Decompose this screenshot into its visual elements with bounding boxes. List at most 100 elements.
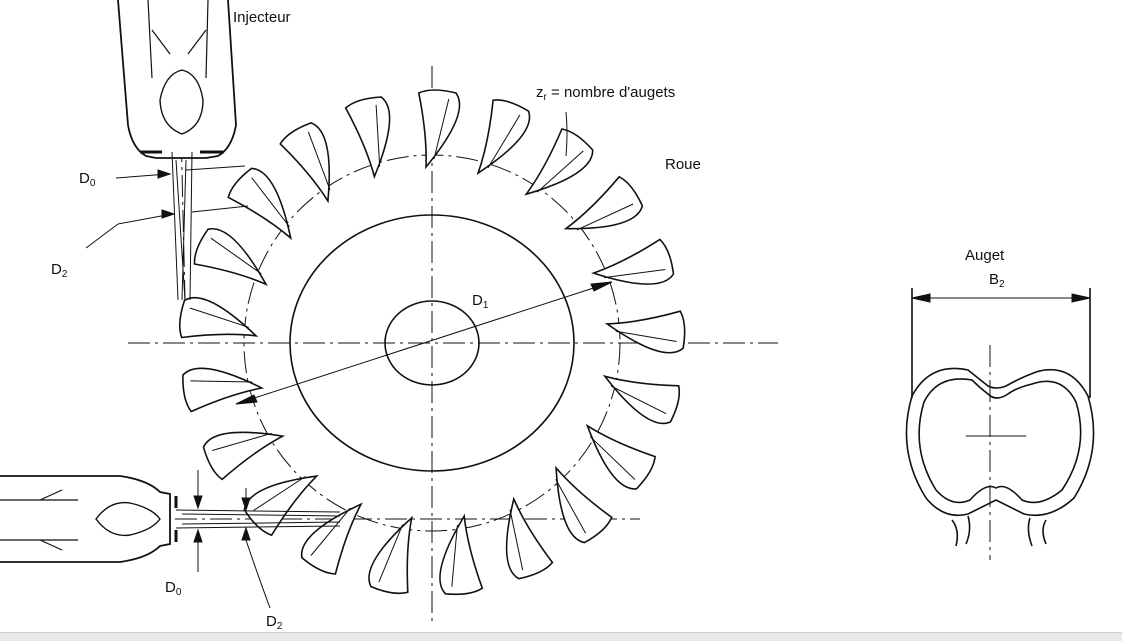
wheel-bucket: [604, 310, 686, 354]
buckets-count-leader: [565, 111, 568, 157]
wheel-bore: [384, 300, 480, 386]
bucket-stem-right: [1027, 517, 1047, 547]
b2-arrow-left: [911, 293, 931, 303]
b2-label: B2: [989, 271, 1005, 290]
wheel-bucket-edge: [189, 307, 249, 328]
lower-injector: [0, 475, 341, 563]
b2-symbol: B: [989, 271, 1000, 288]
d2-upper-symbol: D: [51, 261, 62, 278]
wheel-bucket: [439, 513, 484, 596]
wheel-bucket: [555, 465, 613, 544]
wheel-bucket-edge: [378, 524, 404, 582]
wheel-bucket: [227, 167, 292, 241]
d0-upper-subscript: 0: [89, 178, 96, 189]
wheel-disc: [289, 214, 575, 472]
lower-needle-bulb: [95, 501, 161, 537]
wheel-buckets: [178, 89, 686, 596]
wheel-bucket-edge: [487, 114, 521, 169]
wheel-bucket-edge: [509, 509, 524, 571]
wheel-bucket-edge: [212, 432, 272, 451]
d2-upper-label: D2: [51, 261, 67, 280]
buckets-count-subscript: r: [543, 92, 547, 103]
lower-jet-dimensions: [193, 470, 271, 609]
lower-injector-inner: [0, 489, 78, 551]
wheel-bucket-edge: [375, 104, 381, 167]
d0-lower-subscript: 0: [175, 587, 182, 598]
d0-lower-symbol: D: [165, 579, 176, 596]
wheel-hub: [289, 214, 575, 472]
d1-label: D1: [472, 292, 488, 311]
d2-lower-subscript: 2: [276, 621, 283, 632]
wheel-bucket-edge: [603, 269, 666, 279]
d0-upper-label: D0: [79, 170, 96, 189]
wheel-bucket: [591, 238, 675, 285]
d2-lower-symbol: D: [266, 613, 277, 630]
wheel-bucket-edge: [451, 525, 458, 587]
upper-needle-bulb: [159, 69, 204, 135]
wheel-bucket-edge: [536, 150, 584, 193]
upper-injector-inner: [147, 0, 209, 79]
d0-upper-extension: [185, 165, 246, 171]
wheel-bucket-edge: [555, 478, 587, 534]
d1-arrow-end: [590, 281, 613, 292]
bucket-outline-outer: [905, 367, 1095, 517]
d2-upper-arrow: [161, 209, 176, 219]
wheel-bucket: [563, 175, 644, 230]
d0-upper-symbol: D: [79, 170, 90, 187]
wheel-bucket: [585, 423, 656, 490]
injector-label: Injecteur: [233, 10, 291, 25]
wheel-bucket: [182, 367, 265, 413]
wheel-bucket-edge: [251, 177, 290, 228]
wheel-bucket: [368, 515, 413, 595]
wheel-bucket-edge: [190, 380, 253, 383]
d1-line: [235, 281, 613, 405]
injector-text: Injecteur: [233, 9, 291, 26]
wheel-bucket-edge: [310, 507, 351, 556]
wheel-bucket: [279, 122, 331, 204]
wheel-bucket: [417, 89, 461, 170]
bottom-edge-bar: [0, 632, 1122, 641]
label-leaders: [565, 111, 568, 157]
upper-jet: [171, 151, 193, 301]
d2-lower-leader: [245, 539, 271, 609]
wheel-bucket: [243, 474, 319, 537]
wheel-bucket: [505, 496, 554, 580]
bucket-label: Auget: [965, 248, 1004, 263]
d0-lower-arrow-bottom: [193, 528, 203, 543]
d0-lower-label: D0: [165, 579, 182, 598]
wheel-bucket: [524, 128, 594, 196]
buckets-count-symbol: z: [536, 84, 544, 101]
buckets-count-text: = nombre d'augets: [546, 84, 676, 101]
d2-lower-arrow-bottom: [241, 526, 251, 541]
wheel-bucket-edge: [576, 203, 634, 231]
d2-upper-leader: [85, 223, 119, 249]
wheel-bucket: [193, 227, 268, 286]
buckets-count-label: zr = nombre d'augets: [536, 84, 676, 103]
wheel-bucket: [344, 96, 391, 180]
wheel-bucket: [602, 374, 681, 425]
bucket-detail: [905, 288, 1095, 547]
wheel-bucket-edge: [210, 237, 262, 275]
wheel-bucket-edge: [433, 98, 450, 160]
wheel-bucket-edge: [589, 436, 636, 480]
b2-arrow-right: [1071, 293, 1091, 303]
wheel-bucket: [300, 502, 363, 575]
lower-jet: [175, 509, 341, 529]
upper-jet-dimensions: [85, 165, 249, 249]
bucket-stem-left: [951, 515, 971, 547]
d2-lower-label: D2: [266, 613, 283, 632]
d2-upper-extension: [191, 205, 249, 213]
wheel-bucket: [476, 99, 531, 176]
d0-upper-arrow: [157, 169, 172, 179]
wheel-bucket-edge: [610, 385, 667, 415]
wheel-bucket-edge: [253, 476, 306, 511]
b2-subscript: 2: [999, 279, 1005, 290]
d0-lower-arrow-top: [193, 495, 203, 510]
d2-lower-arrow-top: [241, 497, 251, 512]
d1-arrow-start: [235, 394, 258, 405]
d1-symbol: D: [472, 292, 483, 309]
bucket-outline-inner: [918, 378, 1082, 504]
wheel-bucket-edge: [615, 330, 677, 342]
